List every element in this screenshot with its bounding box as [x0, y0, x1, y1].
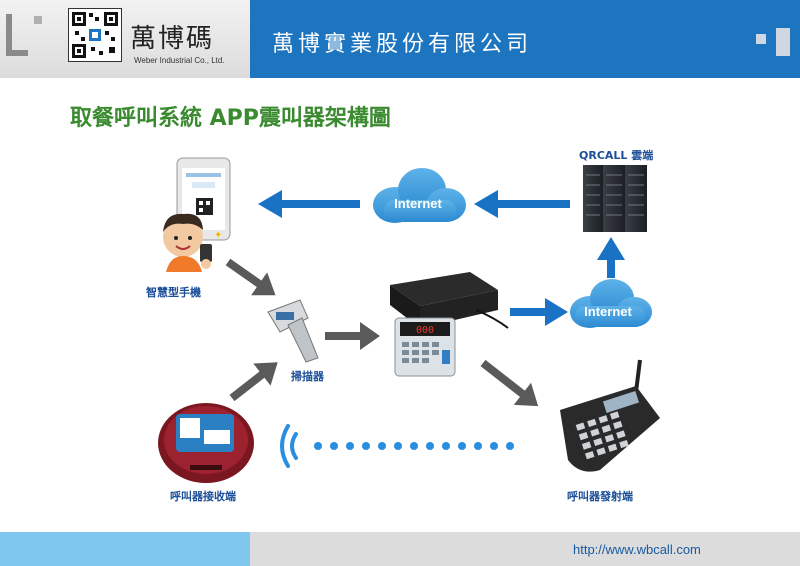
header: 萬博碼 Weber Industrial Co., Ltd. 萬博實業股份有限公… [0, 0, 800, 78]
arrow-server-to-internet [474, 190, 570, 218]
internet-mid-label: Internet [584, 304, 632, 319]
gray-arrows [225, 258, 539, 407]
smartphone-caption: 智慧型手機 [146, 286, 201, 299]
brand-name: 萬博碼 [130, 24, 215, 54]
wireless-signal-icon [280, 424, 298, 468]
pager-transmitter-icon [560, 359, 660, 472]
svg-text:000: 000 [416, 325, 434, 336]
arrow-internet-to-phone [258, 190, 360, 218]
blue-arrows [258, 190, 625, 326]
website-link[interactable]: http://www.wbcall.com [573, 542, 701, 557]
header-logo-panel: 萬博碼 Weber Industrial Co., Ltd. [0, 0, 250, 78]
footer-bar [250, 532, 800, 566]
internet-cloud-top-icon [373, 168, 466, 223]
corner-mark-icon [6, 14, 42, 56]
qr-logo-icon [68, 8, 122, 62]
arrow-scanner-to-host [325, 322, 380, 350]
arrow-phone-to-scanner [225, 258, 276, 296]
transmitter-caption: 呼叫器發射端 [567, 490, 633, 503]
brand-subtitle: Weber Industrial Co., Ltd. [134, 56, 225, 65]
arrow-receiver-to-scanner [229, 362, 278, 402]
wireless-dotted-line [314, 442, 514, 450]
internet-cloud-mid-icon [570, 279, 652, 328]
barcode-scanner-icon [267, 299, 319, 363]
arrow-host-to-transmitter [480, 359, 539, 407]
svg-text:✦: ✦ [214, 230, 222, 241]
arrow-host-to-internet [510, 298, 568, 326]
arrow-internet-to-server [597, 237, 625, 278]
cloud-server-icon [583, 165, 647, 232]
cloud-server-caption: QRCALL 雲端 [579, 149, 654, 162]
receiver-caption: 呼叫器接收端 [170, 490, 236, 503]
internet-top-label: Internet [394, 196, 442, 211]
pager-receiver-icon [158, 403, 254, 483]
page-title: 取餐呼叫系統 APP震叫器架構圖 [70, 106, 391, 131]
company-name: 萬博實業股份有限公司 [272, 32, 533, 57]
host-controller-icon: 000 [390, 272, 509, 377]
person-with-phone-icon: ✦ [163, 213, 222, 272]
corner-squares-icon [756, 28, 790, 56]
footer-accent [0, 532, 250, 566]
header-title-panel: 萬博實業股份有限公司 [250, 0, 800, 78]
scanner-caption: 掃描器 [291, 370, 324, 383]
